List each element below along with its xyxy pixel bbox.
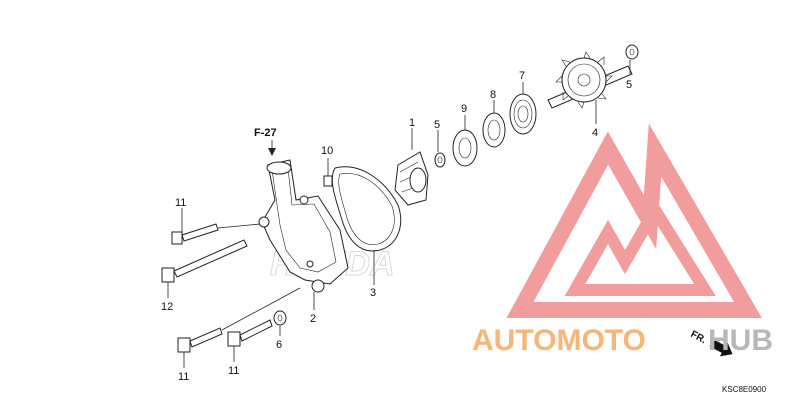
bolt-11-lower-left	[177, 327, 223, 353]
leader-lines	[167, 60, 631, 368]
callout-8: 8	[490, 89, 496, 101]
callout-5a: 5	[434, 119, 440, 131]
callout-5b: 5	[626, 79, 632, 91]
svg-text:AUTOMOTO: AUTOMOTO	[472, 324, 646, 357]
callout-11-lower-left: 11	[178, 371, 189, 383]
watermark-logo	[506, 123, 762, 318]
diagram-code: KSC8E0900	[722, 385, 767, 394]
impeller	[394, 151, 429, 206]
callout-4: 4	[592, 127, 598, 139]
callout-11-upper: 11	[175, 197, 186, 209]
bolt-11-lower-right	[227, 319, 273, 347]
callout-9: 9	[461, 103, 467, 115]
callout-3: 3	[370, 287, 376, 299]
callout-numbers: 1 2 3 4 5 5 6 7 8 9 10 11 11 11 12	[161, 70, 632, 383]
pump-shaft-gear	[547, 51, 633, 109]
bolt-11-upper	[171, 223, 219, 245]
callout-6: 6	[276, 339, 282, 351]
ring	[482, 112, 506, 148]
washer-5b	[625, 44, 639, 60]
callout-12: 12	[161, 301, 173, 313]
callout-2: 2	[310, 313, 316, 325]
callout-1: 1	[409, 117, 415, 129]
callout-7: 7	[519, 70, 525, 82]
reference-f27: F-27	[254, 127, 277, 156]
svg-text:FR.: FR.	[689, 329, 709, 346]
dowel-pin	[323, 175, 333, 187]
washer-5a	[434, 152, 446, 168]
svg-text:F-27: F-27	[254, 127, 277, 139]
pump-cover	[258, 159, 349, 293]
washer-6	[273, 310, 287, 326]
bolt-12-long	[161, 239, 248, 283]
watermark-text: AUTOMOTO HUB	[472, 324, 773, 357]
gasket	[331, 166, 402, 252]
callout-11-lower-right: 11	[228, 365, 239, 377]
oil-seal	[452, 129, 478, 167]
callout-10: 10	[321, 145, 333, 157]
svg-text:HUB: HUB	[708, 324, 773, 357]
bearing	[509, 93, 537, 135]
